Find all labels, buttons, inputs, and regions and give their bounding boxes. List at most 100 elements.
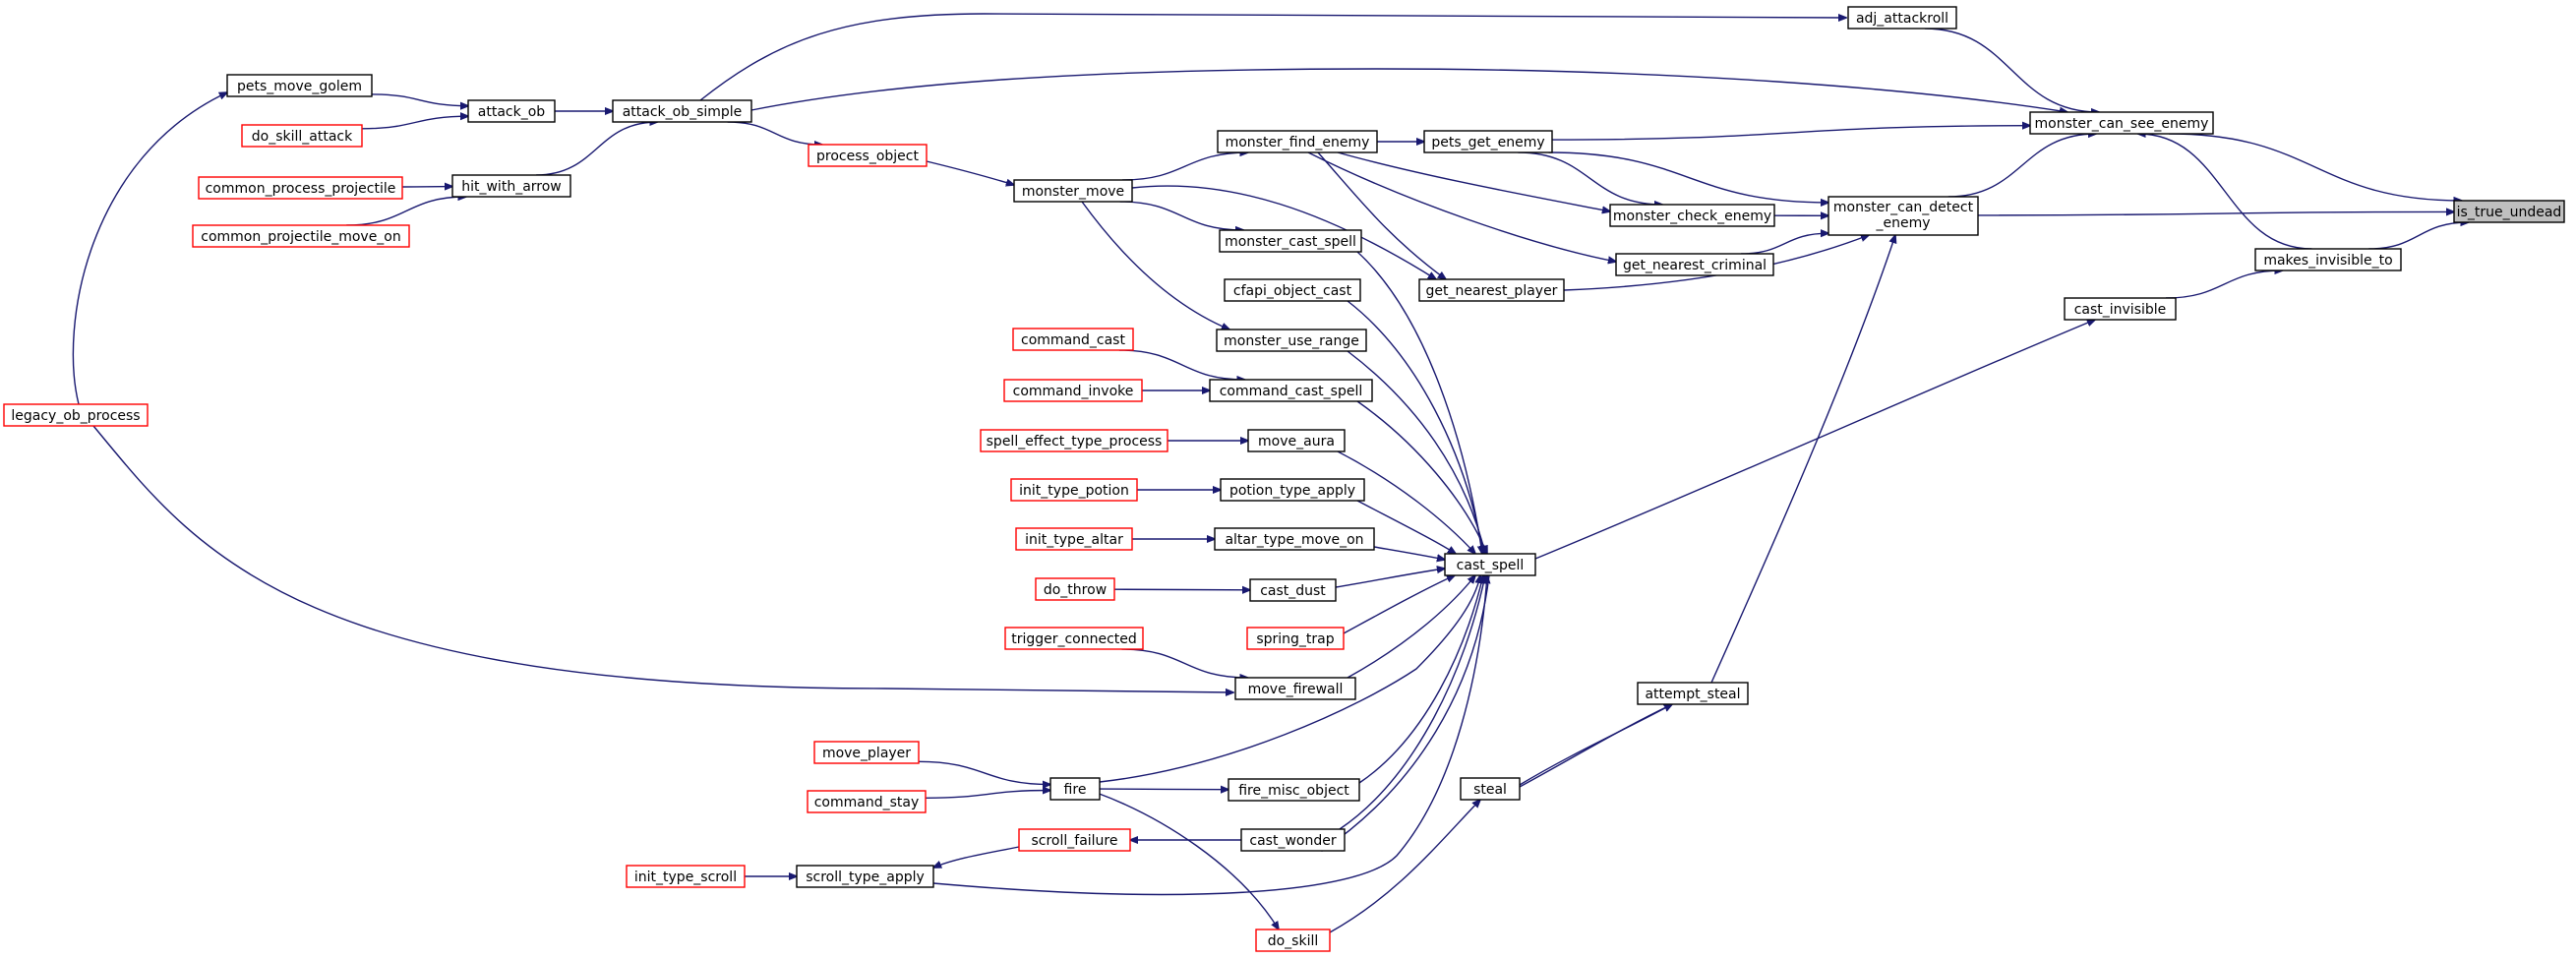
node-scroll-failure[interactable]: scroll_failure [1018, 828, 1131, 852]
node-do-throw[interactable]: do_throw [1035, 577, 1115, 601]
node-do-skill-attack[interactable]: do_skill_attack [241, 124, 363, 148]
edge-do-skill-to-steal [1329, 800, 1480, 933]
edge-monster-find-enemy-to-get-nearest-player [1317, 151, 1446, 279]
node-monster-check-enemy[interactable]: monster_check_enemy [1609, 204, 1775, 227]
edge-steal-to-attempt-steal [1519, 704, 1672, 786]
node-cast-wonder[interactable]: cast_wonder [1240, 828, 1346, 852]
node-label: init_type_potion [1019, 483, 1129, 499]
node-cfapi-object-cast[interactable]: cfapi_object_cast [1224, 278, 1361, 302]
edge-attack-ob-simple-to-process-object [727, 121, 822, 145]
node-label: cfapi_object_cast [1233, 283, 1352, 299]
node-monster-can-detect-enemy[interactable]: monster_can_detect_enemy [1827, 196, 1979, 236]
node-label: command_cast [1021, 332, 1125, 348]
node-label: adj_attackroll [1856, 11, 1948, 27]
node-init-type-altar[interactable]: init_type_altar [1015, 527, 1133, 551]
node-monster-find-enemy[interactable]: monster_find_enemy [1217, 130, 1378, 153]
node-get-nearest-criminal[interactable]: get_nearest_criminal [1615, 253, 1774, 276]
node-altar-type-move-on[interactable]: altar_type_move_on [1214, 527, 1375, 551]
node-label: cast_wonder [1249, 833, 1336, 849]
node-cast-dust[interactable]: cast_dust [1249, 578, 1337, 602]
node-move-player[interactable]: move_player [813, 741, 920, 764]
node-cast-spell[interactable]: cast_spell [1444, 553, 1536, 576]
node-label: move_aura [1258, 434, 1335, 450]
node-steal[interactable]: steal [1460, 777, 1521, 801]
node-do-skill[interactable]: do_skill [1255, 929, 1331, 952]
node-legacy-ob-process[interactable]: legacy_ob_process [3, 403, 149, 427]
node-move-aura[interactable]: move_aura [1247, 429, 1346, 452]
node-label: move_player [822, 746, 911, 761]
edge-makes-invisible-to-to-monster-can-see-enemy [2138, 134, 2312, 250]
node-init-type-scroll[interactable]: init_type_scroll [626, 865, 746, 888]
node-label: makes_invisible_to [2263, 253, 2392, 269]
edge-monster-move-to-monster-use-range [1081, 201, 1229, 330]
node-spell-effect-type-process[interactable]: spell_effect_type_process [980, 429, 1168, 452]
node-is-true-undead[interactable]: is_true_undead [2453, 200, 2565, 223]
node-attempt-steal[interactable]: attempt_steal [1637, 682, 1749, 705]
node-box [192, 224, 410, 248]
node-box [1209, 379, 1373, 402]
node-move-firewall[interactable]: move_firewall [1234, 677, 1356, 700]
nodes-layer: is_true_undead monster_can_see_enemy adj_a… [3, 6, 2565, 952]
node-get-nearest-player[interactable]: get_nearest_player [1418, 278, 1565, 302]
node-label: monster_can_detect_enemy [1833, 200, 1974, 231]
node-process-object[interactable]: process_object [808, 144, 928, 167]
node-label: potion_type_apply [1229, 483, 1355, 499]
node-potion-type-apply[interactable]: potion_type_apply [1220, 478, 1365, 502]
edge-do-skill-attack-to-attack-ob [361, 116, 468, 130]
node-label: do_throw [1044, 582, 1107, 598]
node-label: monster_move [1022, 184, 1124, 200]
node-common-projectile-move-on[interactable]: common_projectile_move_on [192, 224, 410, 248]
node-box [1246, 627, 1345, 650]
node-label: cast_invisible [2074, 302, 2167, 318]
node-attack-ob-simple[interactable]: attack_ob_simple [612, 99, 752, 123]
node-box [2254, 248, 2402, 271]
node-monster-cast-spell[interactable]: monster_cast_spell [1219, 229, 1362, 253]
node-label: init_type_scroll [634, 869, 737, 885]
node-command-invoke[interactable]: command_invoke [1003, 379, 1143, 402]
node-monster-can-see-enemy[interactable]: monster_can_see_enemy [2029, 111, 2214, 135]
node-box [980, 429, 1168, 452]
node-command-cast-spell[interactable]: command_cast_spell [1209, 379, 1373, 402]
edge-monster-move-to-monster-cast-spell [1119, 201, 1244, 230]
node-box [1240, 828, 1346, 852]
edges-layer [72, 13, 2468, 933]
node-cast-invisible[interactable]: cast_invisible [2064, 297, 2177, 321]
node-box [612, 99, 752, 123]
node-pets-get-enemy[interactable]: pets_get_enemy [1423, 130, 1553, 153]
node-scroll-type-apply[interactable]: scroll_type_apply [796, 865, 934, 888]
node-adj-attackroll[interactable]: adj_attackroll [1847, 6, 1957, 30]
node-init-type-potion[interactable]: init_type_potion [1010, 478, 1138, 502]
node-label: monster_can_see_enemy [2035, 116, 2209, 132]
node-command-stay[interactable]: command_stay [807, 790, 927, 813]
node-monster-move[interactable]: monster_move [1013, 179, 1133, 203]
node-box [813, 741, 920, 764]
node-hit-with-arrow[interactable]: hit_with_arrow [451, 174, 571, 198]
node-common-process-projectile[interactable]: common_process_projectile [198, 176, 403, 200]
node-box [451, 174, 571, 198]
node-makes-invisible-to[interactable]: makes_invisible_to [2254, 248, 2402, 271]
node-box [3, 403, 149, 427]
node-label: is_true_undead [2457, 205, 2562, 220]
edge-trigger-connected-to-move-firewall [1121, 648, 1248, 678]
edge-adj-attackroll-to-monster-can-see-enemy [1924, 28, 2099, 112]
node-label: move_firewall [1248, 682, 1344, 697]
node-label: legacy_ob_process [11, 408, 140, 424]
node-attack-ob[interactable]: attack_ob [467, 99, 556, 123]
edge-fire-misc-object-to-cast-spell [1358, 575, 1483, 784]
node-box [1224, 278, 1361, 302]
node-label: scroll_type_apply [806, 869, 925, 885]
edge-command-stay-to-fire [925, 791, 1050, 799]
node-trigger-connected[interactable]: trigger_connected [1004, 627, 1144, 650]
node-monster-use-range[interactable]: monster_use_range [1216, 329, 1367, 352]
edge-command-cast-to-command-cast-spell [1118, 349, 1245, 380]
node-label: common_process_projectile [206, 181, 396, 197]
node-command-cast[interactable]: command_cast [1012, 328, 1134, 351]
node-label: init_type_altar [1025, 532, 1123, 548]
node-pets-move-golem[interactable]: pets_move_golem [226, 74, 373, 97]
node-fire[interactable]: fire [1049, 777, 1101, 801]
node-box [1015, 527, 1133, 551]
edge-move-firewall-to-cast-spell [1347, 575, 1475, 679]
node-spring-trap[interactable]: spring_trap [1246, 627, 1345, 650]
node-fire-misc-object[interactable]: fire_misc_object [1228, 778, 1360, 802]
